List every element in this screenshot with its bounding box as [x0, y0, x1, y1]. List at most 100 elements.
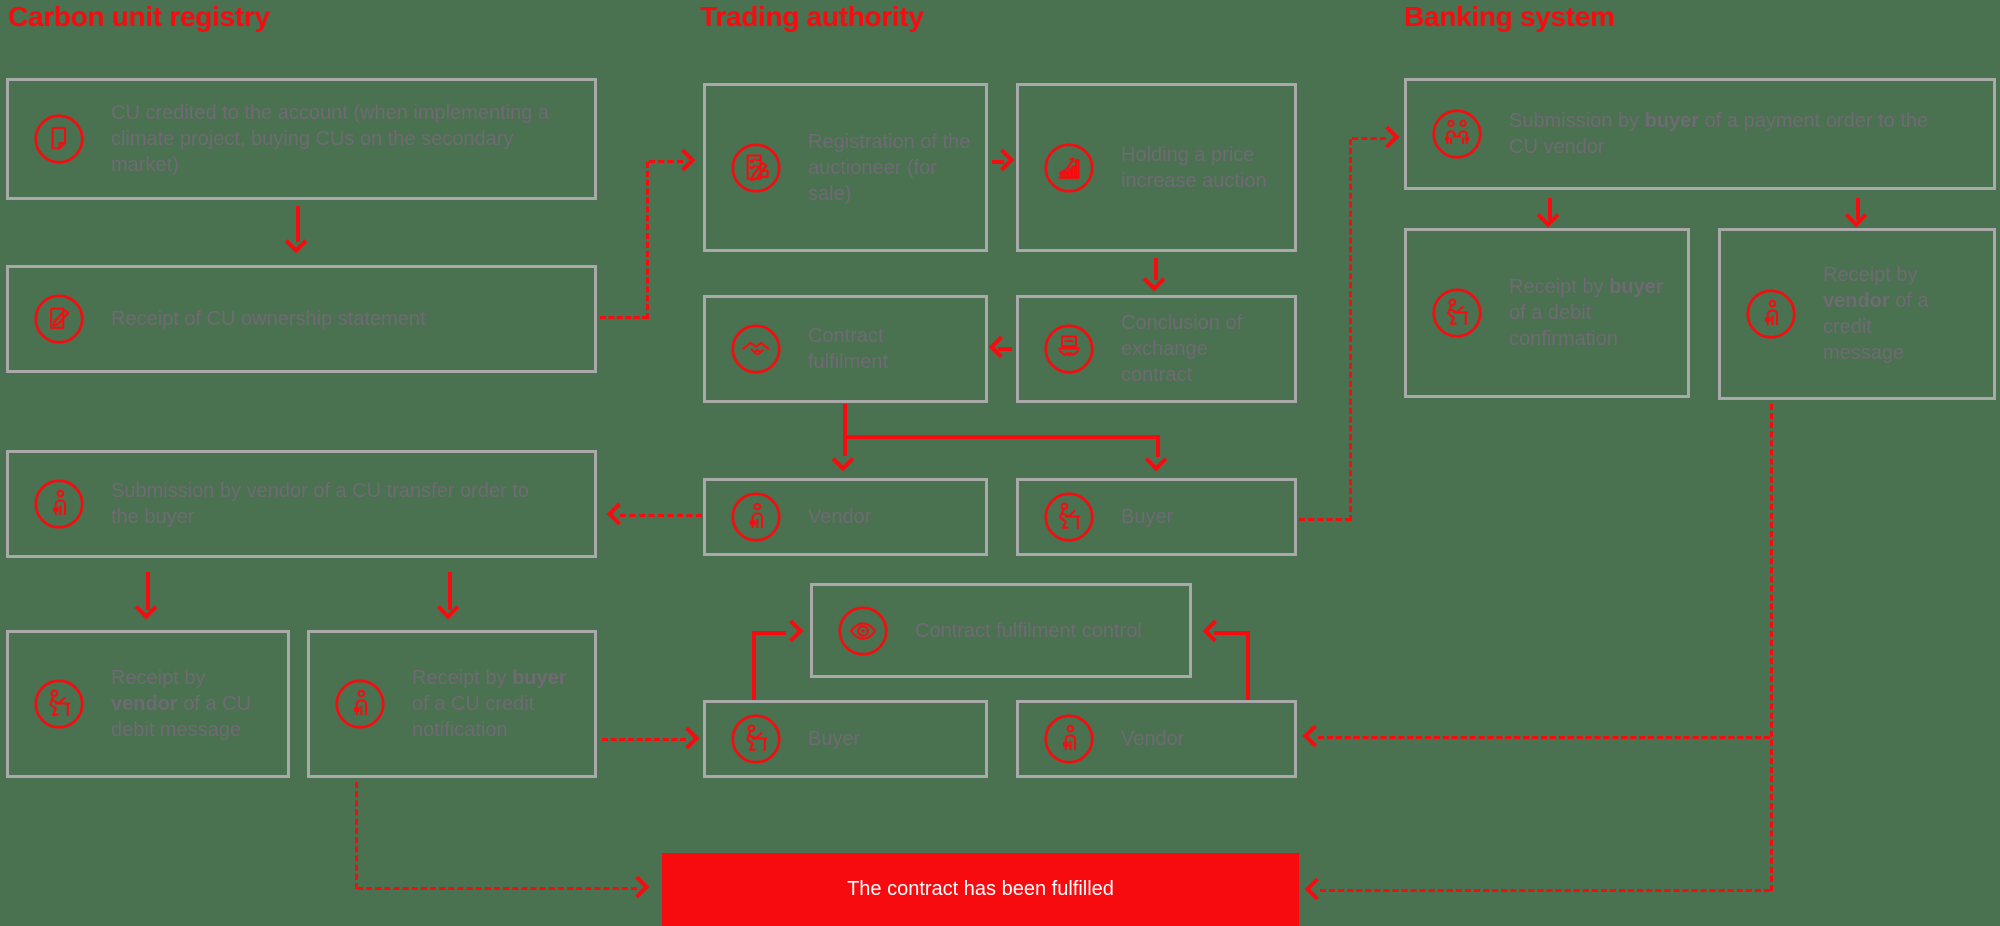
dashed-ownership-to-registration-v: [646, 162, 649, 319]
vendor-person-icon: [1746, 289, 1796, 339]
box-fulfilment: Contract fulfilment: [703, 295, 988, 403]
exchange-contract-icon: [1044, 324, 1094, 374]
box-payment-order: Submission by buyer of a payment order t…: [1404, 78, 1996, 190]
box-label: Receipt by vendor of a credit message: [1823, 264, 1929, 364]
arrowhead: [988, 335, 1012, 359]
arrowhead: [991, 148, 1015, 172]
box-label: Holding a price increase auction: [1121, 143, 1267, 192]
connector-buyer-to-control: [752, 631, 786, 635]
dashed-buyer-to-payment-h2: [1352, 137, 1386, 140]
person-desk-icon: [731, 714, 781, 764]
dashed-vendor-to-transfer: [620, 514, 702, 517]
connector-registration-to-auction: [992, 160, 1004, 164]
pen-document-icon: [34, 294, 84, 344]
handshake-icon: [731, 324, 781, 374]
box-label: Buyer: [1121, 506, 1174, 528]
box-vendor-bottom: Vendor: [1016, 700, 1297, 778]
connector-fulfilment-branch-stem: [843, 404, 847, 456]
document-icon: [34, 114, 84, 164]
auction-chart-icon: [1044, 142, 1094, 193]
box-label: Vendor: [808, 506, 872, 528]
dashed-credit-to-buyer: [602, 738, 686, 741]
arrowhead: [831, 448, 855, 472]
box-label: Receipt of CU ownership statement: [111, 308, 426, 330]
arrowhead: [672, 148, 696, 172]
dashed-buyer-to-payment-h1: [1299, 518, 1351, 521]
arrowhead: [1144, 448, 1168, 472]
arrowhead: [284, 230, 308, 254]
dashed-ownership-to-registration-h2: [649, 160, 683, 163]
dashed-creditmsg-to-vendor: [1318, 736, 1770, 739]
arrowhead: [1304, 877, 1328, 901]
person-desk-icon: [34, 679, 84, 729]
connector-transfer-to-credit: [448, 572, 452, 610]
arrowhead: [1302, 724, 1326, 748]
dashed-notification-down: [355, 782, 358, 889]
connector-vendor-to-control: [1214, 631, 1248, 635]
box-label: Contract fulfilment control: [915, 619, 1142, 642]
box-label: Submission by buyer of a payment order t…: [1509, 110, 1929, 158]
dashed-creditmsg-to-banner: [1320, 889, 1770, 892]
box-conclusion: Conclusion of exchange contract: [1016, 295, 1297, 403]
arrowhead: [436, 596, 460, 620]
box-fulfilment-control: Contract fulfilment control: [810, 583, 1192, 678]
column-title-banking: Banking system: [1404, 1, 1615, 32]
arrowhead: [676, 726, 700, 750]
arrowhead: [1376, 125, 1400, 149]
people-icon: [1432, 109, 1482, 159]
box-label: Receipt by buyer of a debit confirmation: [1509, 276, 1664, 350]
connector-auction-to-conclusion: [1154, 258, 1158, 280]
box-debit-message: Receipt by vendor of a CU debit message: [6, 630, 290, 778]
box-label: Receipt by buyer of a CU credit notifica…: [412, 667, 567, 741]
box-registration: Registration of the auctioneer (for sale…: [703, 83, 988, 252]
box-credit-notification: Receipt by buyer of a CU credit notifica…: [307, 630, 597, 778]
box-ownership-statement: Receipt of CU ownership statement: [6, 265, 597, 373]
connector-payment-to-credit: [1856, 198, 1860, 220]
dashed-ownership-to-registration-h1: [600, 316, 648, 319]
vendor-person-icon: [731, 492, 781, 542]
arrowhead: [606, 502, 630, 526]
arrowhead: [134, 596, 158, 620]
box-buyer-mid: Buyer: [1016, 478, 1297, 556]
vendor-person-icon: [335, 679, 385, 729]
box-label: Contract fulfilment: [808, 325, 889, 373]
person-desk-icon: [1044, 492, 1094, 542]
box-label: Buyer: [808, 728, 861, 750]
box-label: Vendor: [1121, 728, 1185, 750]
box-cu-credited: CU credited to the account (when impleme…: [6, 78, 597, 200]
person-desk-icon: [1432, 288, 1482, 338]
connector-conclusion-to-fulfilment: [998, 347, 1012, 351]
connector-transfer-to-debit: [146, 572, 150, 610]
dashed-buyer-to-payment-v: [1349, 139, 1352, 521]
box-label: CU credited to the account (when impleme…: [111, 102, 550, 176]
connector-credited-to-ownership: [296, 206, 300, 242]
connector-vendor-to-control-stem: [1246, 631, 1250, 700]
box-credit-message: Receipt by vendor of a credit message: [1718, 228, 1996, 400]
box-label: Receipt by vendor of a CU debit message: [111, 667, 252, 741]
arrowhead: [1142, 268, 1166, 292]
contract-fulfilled-banner: The contract has been fulfilled: [662, 853, 1299, 926]
connector-buyer-to-control-stem: [752, 631, 756, 700]
connector-payment-to-debit: [1548, 198, 1552, 220]
vendor-person-icon: [1044, 714, 1094, 764]
box-vendor-mid: Vendor: [703, 478, 988, 556]
column-title-registry: Carbon unit registry: [8, 1, 270, 32]
eye-icon: [838, 605, 888, 656]
box-debit-confirmation: Receipt by buyer of a debit confirmation: [1404, 228, 1690, 398]
registration-icon: [731, 142, 781, 193]
arrowhead: [1202, 619, 1226, 643]
banner-label: The contract has been fulfilled: [847, 878, 1114, 900]
column-title-trading: Trading authority: [700, 1, 924, 32]
connector-branch-to-buyer: [1156, 435, 1160, 457]
box-label: Registration of the auctioneer (for sale…: [808, 130, 971, 205]
arrowhead: [626, 875, 650, 899]
arrowhead: [780, 619, 804, 643]
vendor-person-icon: [34, 479, 84, 529]
dashed-creditmsg-down: [1770, 404, 1773, 891]
arrowhead: [1844, 204, 1868, 228]
dashed-notification-to-banner: [357, 887, 637, 890]
arrowhead: [1536, 204, 1560, 228]
box-label: Submission by vendor of a CU transfer or…: [111, 480, 529, 528]
box-transfer-order: Submission by vendor of a CU transfer or…: [6, 450, 597, 558]
